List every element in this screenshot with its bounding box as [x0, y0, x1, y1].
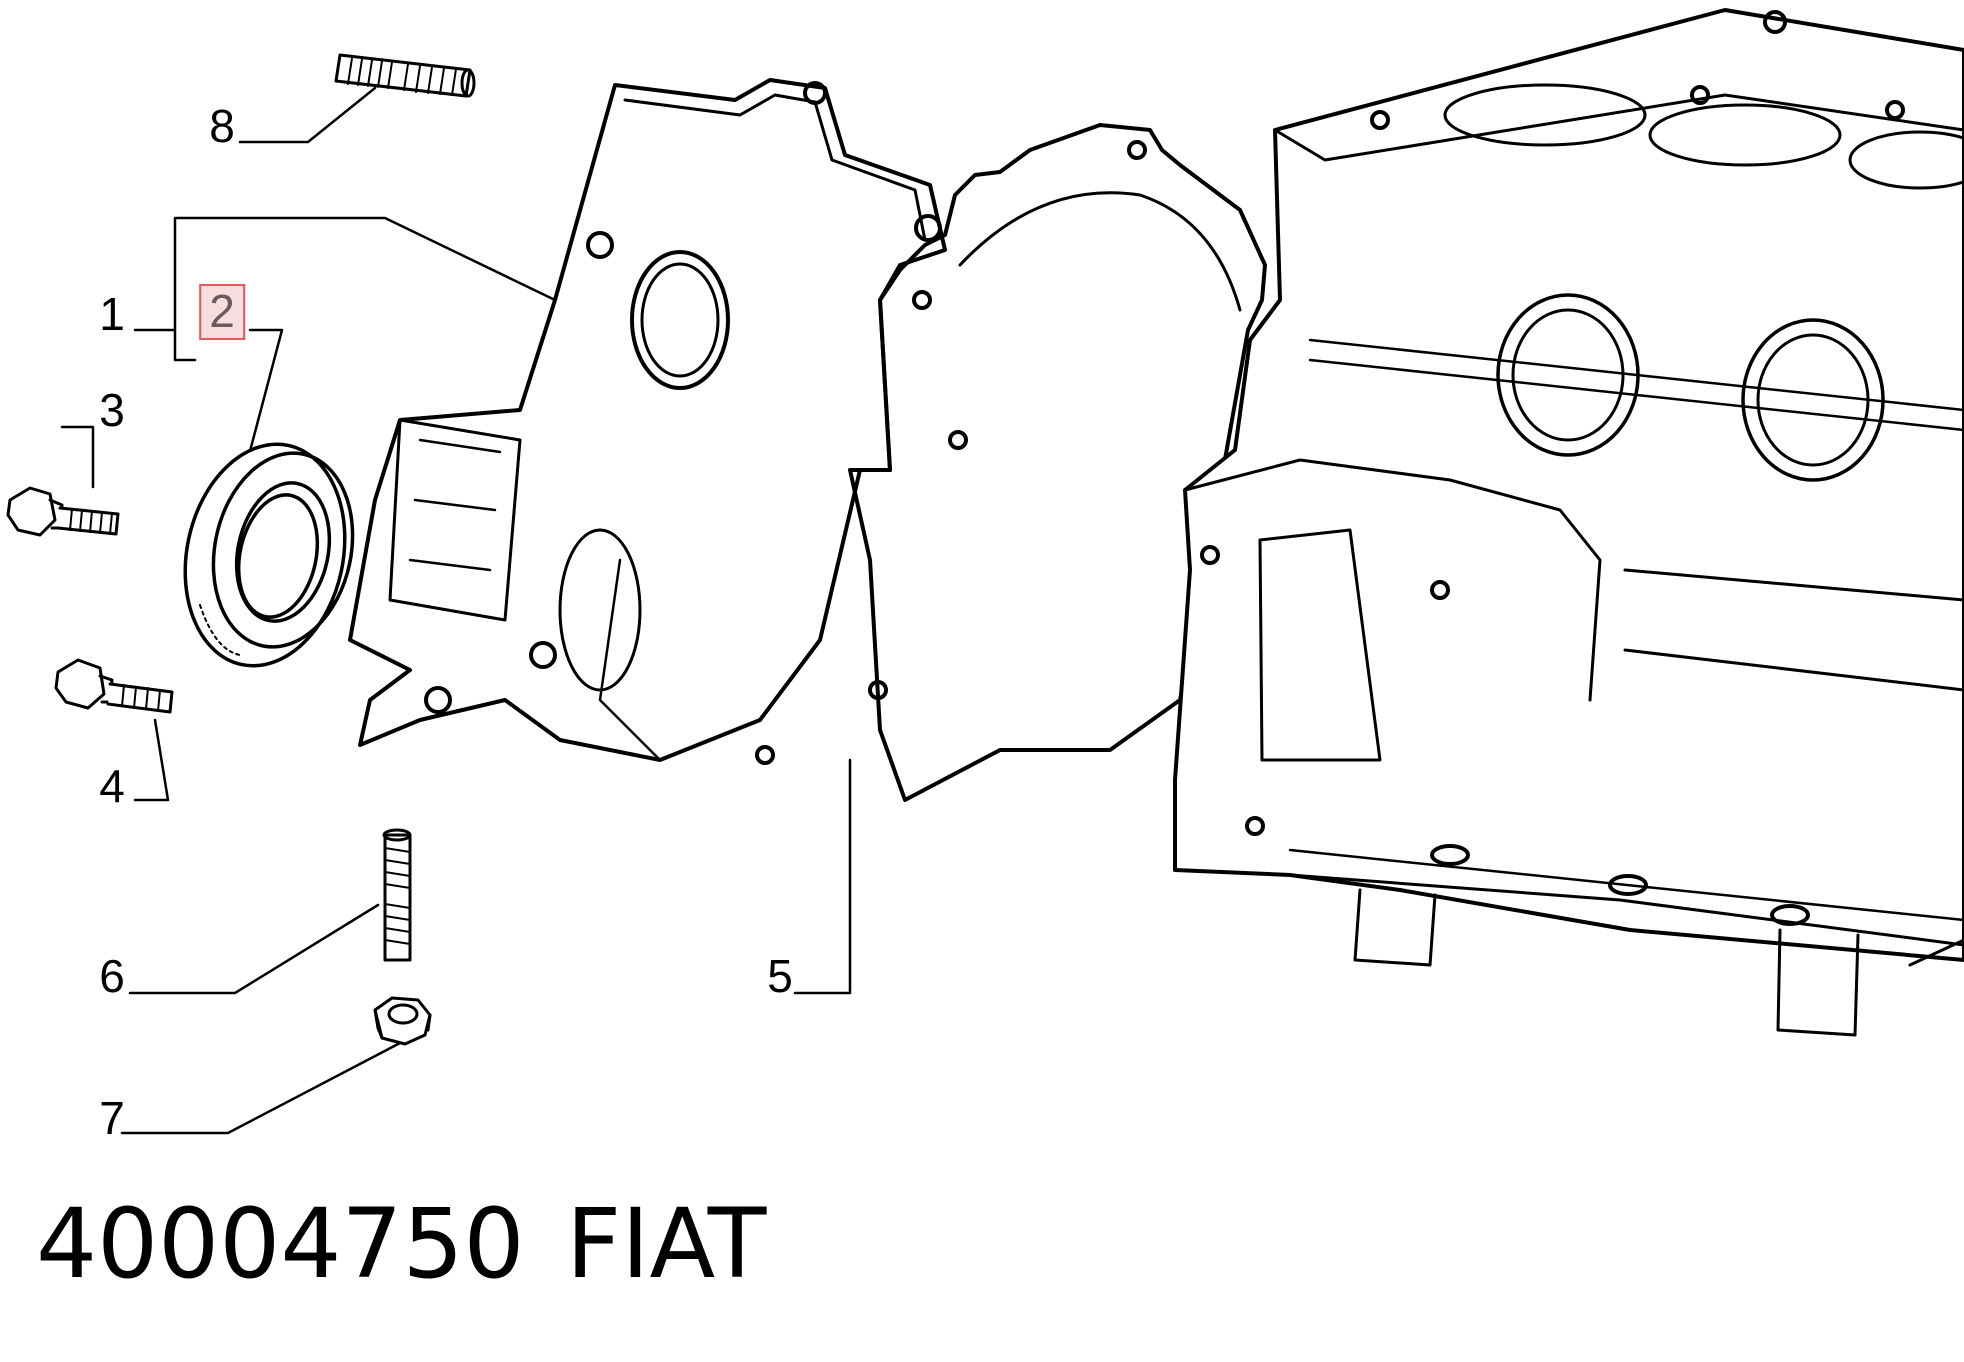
stud-icon: [382, 828, 412, 962]
engine-block-icon: [1173, 8, 1964, 1037]
gasket-icon: [755, 123, 1267, 802]
callout-4: 4: [99, 760, 125, 812]
callout-6: 6: [99, 950, 125, 1002]
part-number: 40004750: [36, 1188, 525, 1300]
leader-5: [793, 758, 852, 995]
timing-cover-icon: [348, 78, 947, 762]
leader-7: [120, 1041, 402, 1135]
leader-6: [128, 903, 380, 995]
nut-icon: [373, 996, 432, 1046]
leader-lines: [60, 86, 852, 1135]
callout-2[interactable]: 2: [199, 284, 245, 340]
bolt-icon: [54, 658, 174, 714]
leader-3: [60, 425, 95, 489]
leader-2: [243, 328, 284, 472]
stud-icon: [334, 53, 476, 98]
brand-name: FIAT: [566, 1188, 767, 1300]
callout-1: 1: [99, 288, 125, 340]
callout-7: 7: [99, 1092, 125, 1144]
leader-8: [238, 86, 377, 144]
leader-1: [133, 216, 557, 362]
callout-3: 3: [99, 384, 125, 436]
callout-5: 5: [767, 950, 793, 1002]
leader-4: [133, 718, 170, 802]
bolt-icon: [6, 486, 120, 537]
callout-8: 8: [209, 100, 235, 152]
oil-seal-icon: [183, 442, 355, 668]
